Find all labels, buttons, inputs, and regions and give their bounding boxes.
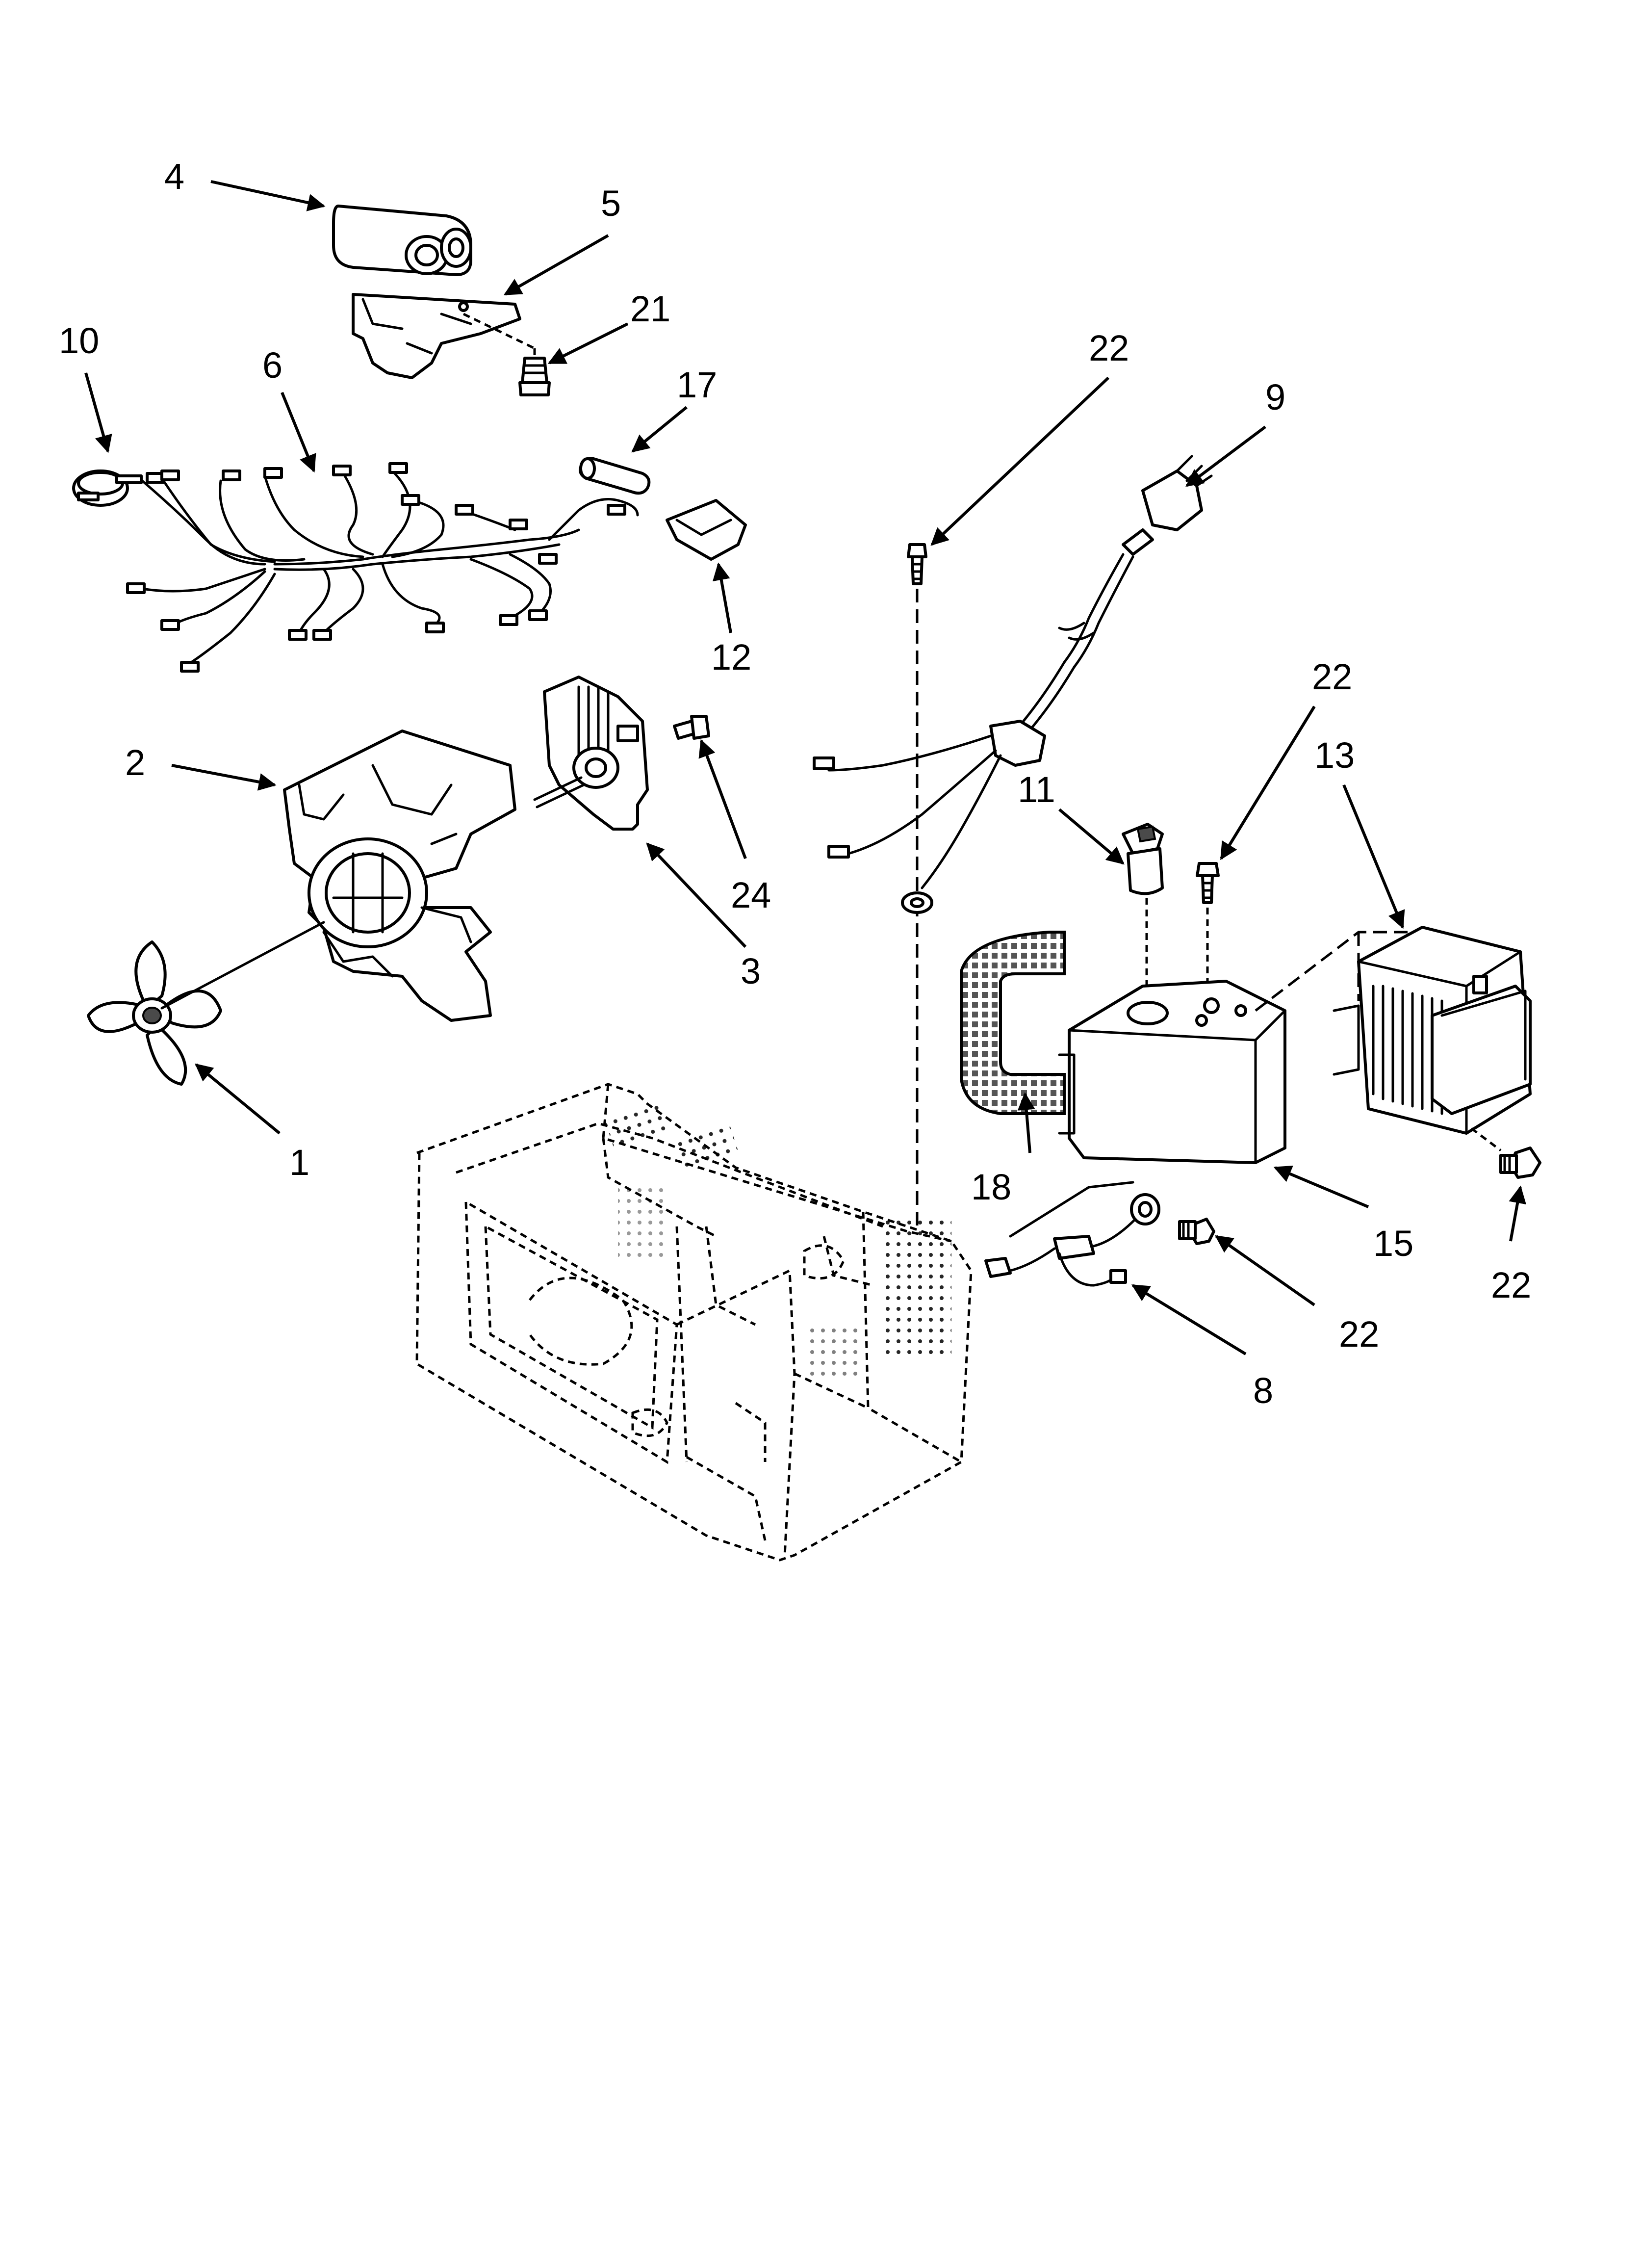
- fan-blade-part[interactable]: [87, 921, 325, 1086]
- wire-harness-part[interactable]: [126, 462, 639, 673]
- callout-24: 24: [731, 875, 771, 915]
- callout-22-right-top: 22: [1312, 656, 1352, 697]
- callout-8: 8: [1253, 1370, 1273, 1411]
- fuse-holder-part[interactable]: [666, 499, 747, 561]
- callout-22-right-bottom: 22: [1491, 1265, 1531, 1305]
- callout-labels: 4 5 21 10 6 17 12 2 24 3 1 22 9 22 13 11…: [59, 156, 1531, 1411]
- callout-22-mid: 22: [1339, 1314, 1379, 1355]
- callout-2: 2: [125, 742, 145, 783]
- callout-18: 18: [971, 1167, 1011, 1207]
- callout-5: 5: [601, 183, 621, 224]
- screw-24-part[interactable]: [673, 715, 710, 740]
- callout-15: 15: [1373, 1223, 1413, 1264]
- callout-21: 21: [630, 288, 670, 329]
- cabinet-outline: [415, 1083, 973, 1562]
- screw-22-right-bottom-part[interactable]: [1499, 1147, 1541, 1179]
- ground-wire-part[interactable]: [984, 1181, 1160, 1287]
- screw-22-right-top-part[interactable]: [1196, 862, 1220, 991]
- callout-17: 17: [677, 365, 717, 405]
- fuse-part[interactable]: [579, 457, 651, 495]
- waveguide-gasket-part[interactable]: [960, 931, 1066, 1115]
- magnetron-part[interactable]: [1255, 926, 1532, 1151]
- capacitor-part[interactable]: [332, 205, 472, 276]
- capacitor-bracket-part[interactable]: [352, 293, 536, 379]
- fan-motor-part[interactable]: [533, 676, 649, 831]
- callout-9: 9: [1265, 377, 1285, 417]
- callout-13: 13: [1314, 735, 1355, 776]
- waveguide-part[interactable]: [1058, 980, 1286, 1164]
- screw-21-part[interactable]: [518, 348, 551, 396]
- fan-bracket-part[interactable]: [283, 730, 516, 1022]
- callout-leaders: [84, 180, 1526, 1356]
- callout-22-top: 22: [1089, 328, 1129, 368]
- thermal-protector-part[interactable]: [1122, 823, 1164, 991]
- thermal-cutout-part[interactable]: [72, 469, 143, 507]
- callout-12: 12: [711, 637, 751, 678]
- screw-22-mid-part[interactable]: [1178, 1218, 1215, 1245]
- callout-4: 4: [164, 156, 184, 197]
- screw-22-top-part[interactable]: [907, 543, 927, 1231]
- callout-6: 6: [262, 345, 282, 386]
- callout-1: 1: [289, 1142, 309, 1183]
- callout-11: 11: [1018, 769, 1055, 810]
- callout-3: 3: [741, 951, 761, 991]
- callout-10: 10: [59, 320, 99, 361]
